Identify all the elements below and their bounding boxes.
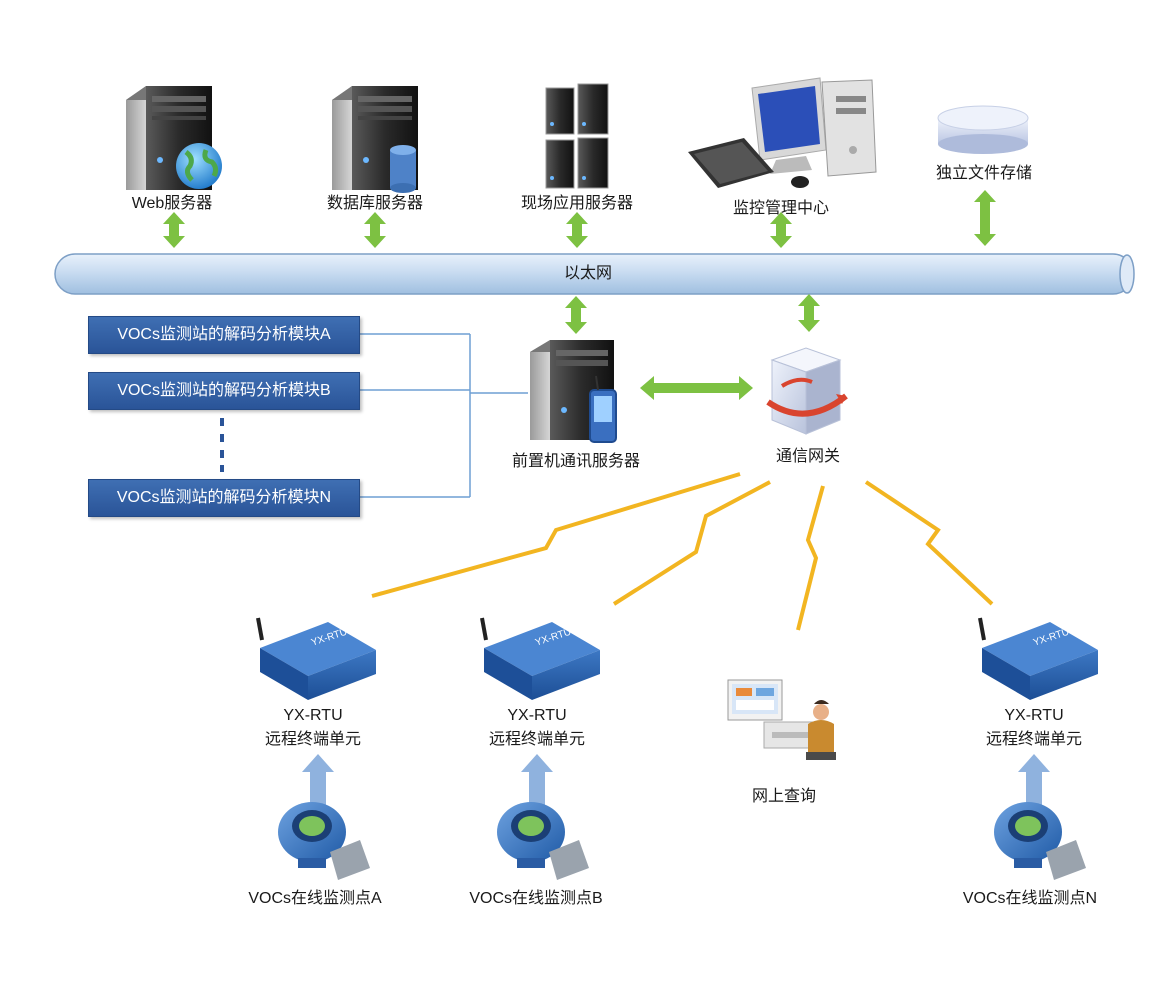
- desktop-computer-icon: [688, 77, 877, 188]
- wireless-links: [371, 472, 994, 631]
- web-server-label: Web服务器: [131, 195, 213, 212]
- decode-module-b: VOCs监测站的解码分析模块B: [88, 372, 360, 410]
- ethernet-label: 以太网: [563, 265, 613, 282]
- decode-module-a: VOCs监测站的解码分析模块A: [88, 316, 360, 354]
- monitor-center-label: 监控管理中心: [732, 200, 830, 217]
- sensor-b-up-arrow: [521, 754, 553, 808]
- storage-disk-icon: [937, 105, 1029, 154]
- wireless-link-rtu-a: [371, 472, 741, 598]
- sensor-a-up-arrow: [302, 754, 334, 808]
- web-server-icon: [126, 86, 222, 190]
- web-link-arrow: [163, 212, 185, 248]
- front-server-link-arrow: [565, 296, 587, 334]
- user-at-computer-icon: [727, 679, 836, 760]
- gas-sensor-icon-b: [497, 802, 589, 880]
- rtu-device-icon-n: YX-RTU: [978, 617, 1098, 700]
- sensor-uplink-arrows: [302, 754, 1050, 808]
- sensor-b-label: VOCs在线监测点B: [469, 890, 603, 907]
- wireless-link-query: [796, 485, 825, 631]
- decode-module-n: VOCs监测站的解码分析模块N: [88, 479, 360, 517]
- rtu-n-label: YX-RTU 远程终端单元: [986, 704, 1082, 752]
- gas-sensor-icon-a: [278, 802, 370, 880]
- front-server-label: 前置机通讯服务器: [511, 453, 641, 470]
- module-connectors: [358, 333, 528, 498]
- rtu-a-label: YX-RTU 远程终端单元: [265, 704, 361, 752]
- rtu-device-icon-b: YX-RTU: [480, 617, 600, 700]
- file-storage-label: 独立文件存储: [935, 165, 1033, 182]
- monitor-link-arrow: [770, 212, 792, 248]
- ethernet-link-arrows: [163, 190, 996, 400]
- gas-sensor-icon-n: [994, 802, 1086, 880]
- rtu-a-model: YX-RTU: [283, 707, 343, 724]
- sensor-a-label: VOCs在线监测点A: [248, 890, 382, 907]
- sensor-n-up-arrow: [1018, 754, 1050, 808]
- server-rack-icon: [545, 83, 609, 189]
- app-link-arrow: [566, 212, 588, 248]
- sensor-n-label: VOCs在线监测点N: [962, 890, 1098, 907]
- database-server-label: 数据库服务器: [326, 195, 424, 212]
- front-server-icon: [530, 340, 617, 443]
- wireless-link-rtu-n: [864, 480, 994, 606]
- gateway-link-arrow: [798, 294, 820, 332]
- app-server-label: 现场应用服务器: [520, 195, 634, 212]
- ethernet-pipe: [54, 253, 1135, 295]
- rtu-b-label: YX-RTU 远程终端单元: [489, 704, 585, 752]
- rtu-b-desc: 远程终端单元: [488, 731, 586, 748]
- db-link-arrow: [364, 212, 386, 248]
- rtu-b-model: YX-RTU: [507, 707, 567, 724]
- gateway-cube-icon: [766, 347, 848, 435]
- wireless-link-rtu-b: [612, 480, 771, 606]
- storage-link-arrow: [974, 190, 996, 246]
- rtu-device-icon-a: YX-RTU: [256, 617, 376, 700]
- rtu-n-desc: 远程终端单元: [985, 731, 1083, 748]
- rtu-a-desc: 远程终端单元: [264, 731, 362, 748]
- gateway-label: 通信网关: [775, 448, 841, 465]
- online-query-label: 网上查询: [751, 788, 817, 805]
- rtu-n-model: YX-RTU: [1004, 707, 1064, 724]
- database-server-icon: [332, 86, 418, 193]
- server-gateway-arrow: [640, 376, 753, 400]
